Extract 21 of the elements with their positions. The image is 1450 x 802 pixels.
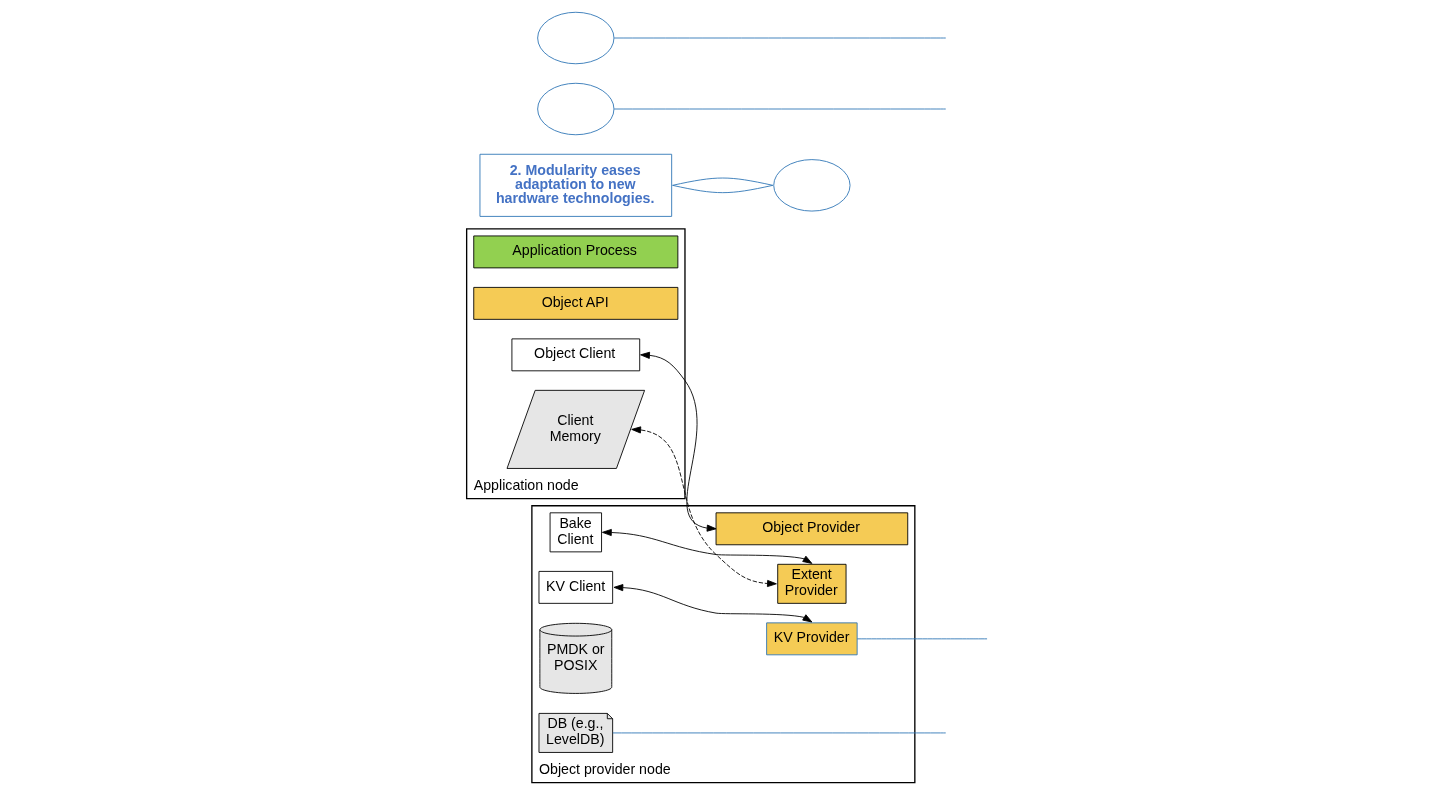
node-box: 2. Modularity eases adaptation to new hardware technologies.	[479, 153, 673, 217]
arrow	[602, 528, 813, 564]
connector	[613, 108, 947, 110]
node-box: Object API	[473, 286, 679, 320]
connector	[613, 37, 947, 39]
connector	[672, 177, 774, 186]
connector	[856, 638, 988, 640]
node-box: Extent Provider	[777, 563, 847, 604]
node-box: KV Client	[538, 570, 614, 604]
arrow	[631, 426, 777, 588]
node-box: KV Provider	[766, 622, 858, 656]
node-ellipse	[537, 82, 615, 136]
arrow	[640, 351, 717, 532]
node-box: Application Process	[473, 235, 679, 269]
node-box: Bake Client	[549, 512, 602, 553]
node-box: Object Client	[511, 338, 641, 372]
arrow	[613, 584, 813, 623]
connector	[612, 732, 947, 734]
node-ellipse	[773, 159, 851, 212]
node-ellipse	[537, 11, 615, 65]
node-box: Object Provider	[715, 512, 909, 546]
